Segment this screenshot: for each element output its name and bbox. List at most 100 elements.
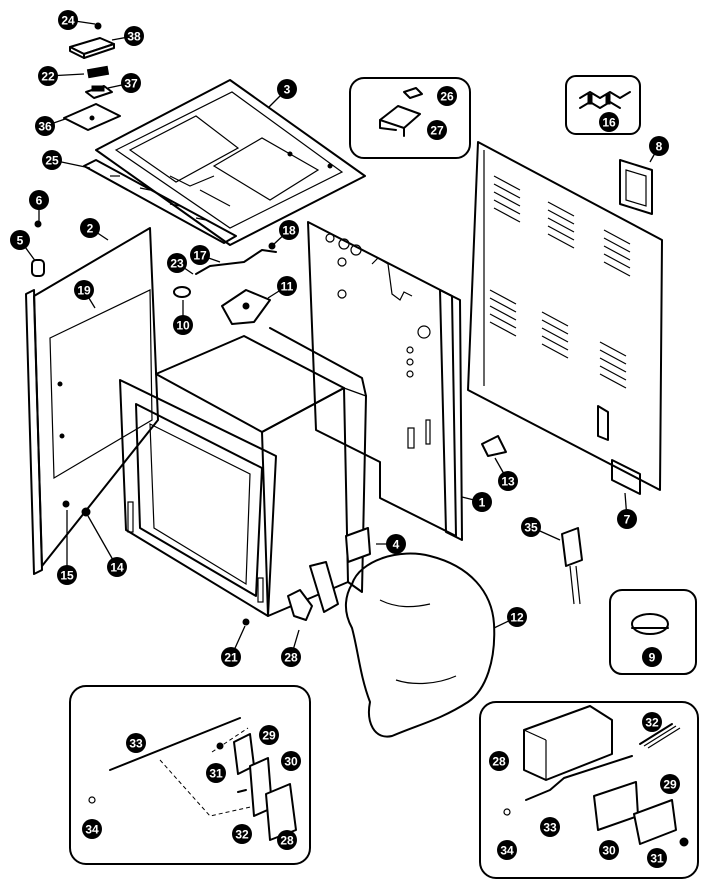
rear-panel <box>467 141 663 495</box>
callout-label: 15 <box>60 569 74 583</box>
callout-31: 31 <box>206 763 226 783</box>
callout-38: 38 <box>124 26 144 46</box>
callout-label: 34 <box>500 844 514 858</box>
callout-label: 32 <box>645 716 659 730</box>
callout-label: 2 <box>87 222 94 236</box>
callout-label: 25 <box>45 154 59 168</box>
callout-7: 7 <box>617 509 637 529</box>
callout-36: 36 <box>35 116 55 136</box>
callout-badge <box>124 26 144 46</box>
callout-badge <box>58 10 78 30</box>
callout-10: 10 <box>173 315 193 335</box>
callout-badge <box>489 751 509 771</box>
callout-badge <box>660 774 680 794</box>
callout-badge <box>29 190 49 210</box>
callout-18: 18 <box>279 220 299 240</box>
callout-badge <box>497 840 517 860</box>
callout-34: 34 <box>497 840 517 860</box>
callout-badge <box>540 817 560 837</box>
callout-13: 13 <box>498 471 518 491</box>
callout-badge <box>281 647 301 667</box>
callout-31: 31 <box>647 848 667 868</box>
callout-4: 4 <box>386 534 406 554</box>
callout-28: 28 <box>489 751 509 771</box>
callout-badge <box>642 647 662 667</box>
callout-30: 30 <box>599 840 619 860</box>
callout-label: 28 <box>492 755 506 769</box>
callout-badge <box>121 73 141 93</box>
callout-label: 17 <box>193 249 207 263</box>
callout-label: 12 <box>510 611 524 625</box>
callout-32: 32 <box>642 712 662 732</box>
callout-badge <box>647 848 667 868</box>
callout-label: 7 <box>624 513 631 527</box>
cooktop-top-panel <box>95 79 366 246</box>
callout-1: 1 <box>472 492 492 512</box>
insulation-12 <box>345 552 496 738</box>
inset-part-9 <box>609 589 697 675</box>
callout-badge <box>206 763 226 783</box>
callout-label: 24 <box>61 14 75 28</box>
callout-8: 8 <box>649 136 669 156</box>
callout-label: 35 <box>524 521 538 535</box>
callout-24: 24 <box>58 10 78 30</box>
callout-23: 23 <box>167 253 187 273</box>
callout-label: 23 <box>170 257 184 271</box>
callout-label: 4 <box>393 538 400 552</box>
callout-37: 37 <box>121 73 141 93</box>
small-part-5 <box>31 220 45 277</box>
left-side-panel <box>25 227 159 575</box>
callout-label: 26 <box>440 90 454 104</box>
callout-28: 28 <box>281 647 301 667</box>
callout-label: 3 <box>284 83 291 97</box>
oven-front-frame <box>119 379 277 617</box>
callout-badge <box>221 647 241 667</box>
callout-badge <box>649 136 669 156</box>
callout-label: 27 <box>430 124 444 138</box>
callout-16: 16 <box>599 112 619 132</box>
callout-label: 14 <box>110 561 124 575</box>
callout-33: 33 <box>540 817 560 837</box>
callout-3: 3 <box>277 79 297 99</box>
callout-badge <box>599 840 619 860</box>
callout-badge <box>277 79 297 99</box>
inset-bottom-left <box>69 685 311 865</box>
callout-label: 37 <box>124 77 138 91</box>
top-small-parts <box>63 22 121 131</box>
callout-label: 28 <box>284 651 298 665</box>
callout-27: 27 <box>427 120 447 140</box>
callout-19: 19 <box>74 280 94 300</box>
callout-label: 19 <box>77 284 91 298</box>
hinge-part-28 <box>287 561 339 621</box>
callout-9: 9 <box>642 647 662 667</box>
callout-6: 6 <box>29 190 49 210</box>
callout-33: 33 <box>126 733 146 753</box>
callout-badge <box>167 253 187 273</box>
oven-cavity <box>155 327 367 617</box>
callout-badge <box>190 245 210 265</box>
callout-badge <box>498 471 518 491</box>
callout-29: 29 <box>259 725 279 745</box>
callout-label: 21 <box>224 651 238 665</box>
callout-badge <box>126 733 146 753</box>
callout-badge <box>173 315 193 335</box>
callout-label: 29 <box>262 729 276 743</box>
callout-badge <box>10 230 30 250</box>
callout-2: 2 <box>80 218 100 238</box>
inset-bottom-right <box>479 701 699 879</box>
callout-label: 31 <box>209 767 223 781</box>
callout-badge <box>107 557 127 577</box>
callout-32: 32 <box>232 824 252 844</box>
callout-label: 33 <box>543 821 557 835</box>
callout-label: 13 <box>501 475 515 489</box>
callout-badge <box>277 830 297 850</box>
callout-badge <box>259 725 279 745</box>
top-rail <box>83 159 237 244</box>
callout-badge <box>427 120 447 140</box>
callout-15: 15 <box>57 565 77 585</box>
callout-badge <box>38 66 58 86</box>
callout-badge <box>521 517 541 537</box>
callout-28: 28 <box>277 830 297 850</box>
callout-label: 10 <box>176 319 190 333</box>
